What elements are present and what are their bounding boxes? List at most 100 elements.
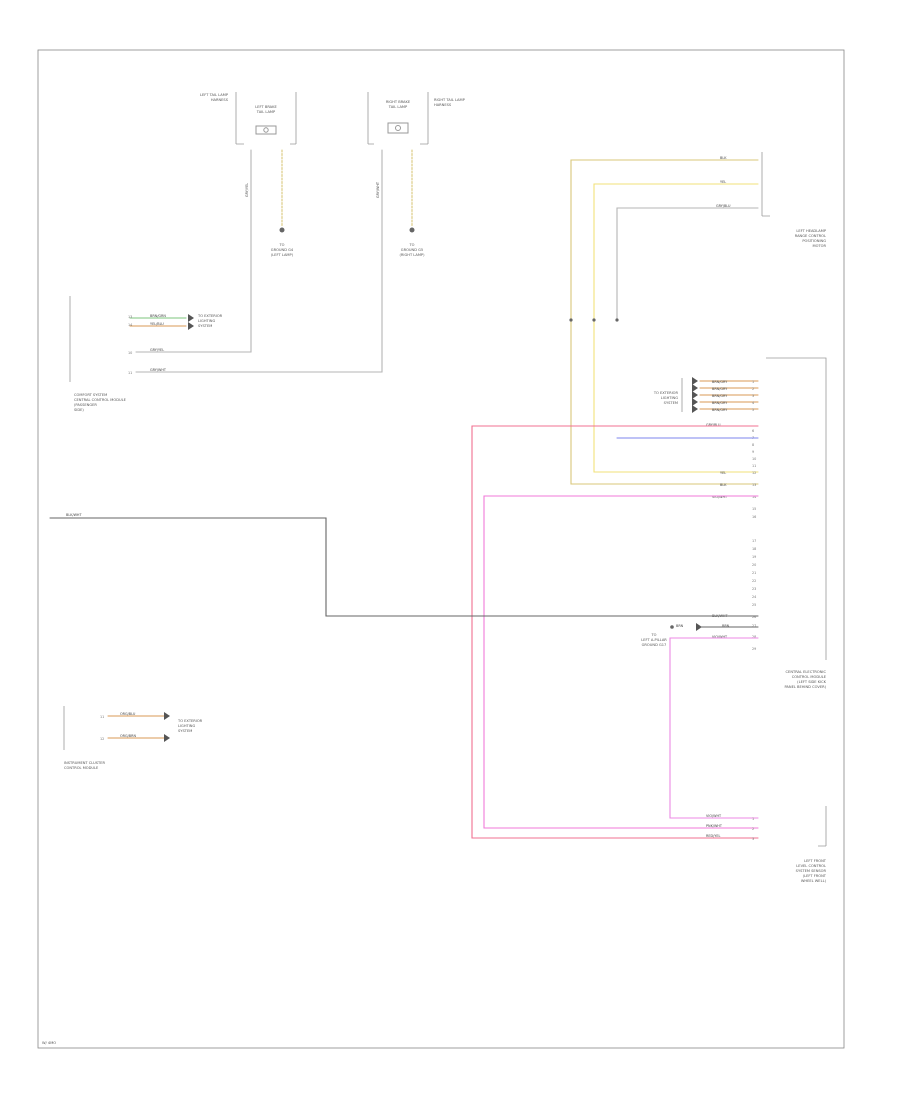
svg-text:CENTRAL ELECTRONIC: CENTRAL ELECTRONIC bbox=[786, 670, 827, 674]
right-lamp-ground-label-2: GROUND G5 bbox=[401, 248, 423, 252]
cm-ground-brn: BRN bbox=[676, 624, 684, 628]
svg-text:HARNESS: HARNESS bbox=[211, 98, 229, 102]
right-lamp-wire-tag: GRY/WHT bbox=[376, 181, 380, 198]
cm-exterior-label-2: LIGHTING bbox=[198, 319, 215, 323]
top-tag-yel: YEL bbox=[720, 180, 726, 184]
svg-text:2: 2 bbox=[752, 827, 754, 831]
svg-text:TO EXTERIOR: TO EXTERIOR bbox=[653, 391, 679, 395]
cm-right-exterior-2: LIGHTING bbox=[661, 396, 678, 400]
top-tag-blk: BLK bbox=[720, 156, 727, 160]
svg-text:RED/YEL: RED/YEL bbox=[706, 834, 720, 838]
red-wire bbox=[471, 425, 759, 839]
svg-text:PNK/WHT: PNK/WHT bbox=[706, 824, 723, 828]
pink-wire bbox=[483, 495, 759, 829]
cm-exterior-label-3: SYSTEM bbox=[198, 324, 212, 328]
svg-text:(PASSENGER: (PASSENGER bbox=[74, 403, 97, 407]
central-module-label-2: CONTROL MODULE bbox=[792, 675, 827, 679]
svg-text:PANEL BEHIND COVER): PANEL BEHIND COVER) bbox=[785, 685, 827, 689]
svg-text:12: 12 bbox=[752, 471, 756, 475]
svg-text:BRN/GRY: BRN/GRY bbox=[712, 408, 728, 412]
cm-brn-gry-2: BRN/GRY bbox=[712, 387, 728, 391]
svg-text:BRN: BRN bbox=[676, 624, 684, 628]
svg-text:GROUND G17: GROUND G17 bbox=[642, 643, 667, 647]
svg-text:MOTOR: MOTOR bbox=[813, 244, 827, 248]
svg-text:17: 17 bbox=[752, 539, 756, 543]
tan-wire bbox=[570, 159, 759, 485]
svg-text:TAIL LAMP: TAIL LAMP bbox=[256, 110, 276, 114]
svg-text:29: 29 bbox=[752, 647, 756, 651]
top-tag-gry-blu: GRY/BLU bbox=[716, 204, 731, 208]
svg-text:(LEFT FRONT: (LEFT FRONT bbox=[803, 874, 827, 878]
svg-text:16: 16 bbox=[752, 515, 756, 519]
svg-text:(LEFT LAMP): (LEFT LAMP) bbox=[271, 253, 294, 257]
svg-text:SIDE): SIDE) bbox=[74, 408, 84, 412]
lf-label-5: WHEEL WELL) bbox=[801, 879, 827, 883]
lf-tag-vio-wht: VIO/WHT bbox=[706, 814, 722, 818]
cm-lower-vio-wht: VIO/WHT bbox=[712, 495, 728, 499]
svg-text:GROUND G4: GROUND G4 bbox=[271, 248, 294, 252]
cm-gry-blu: GRY/BLU bbox=[706, 423, 721, 427]
svg-text:15: 15 bbox=[752, 507, 756, 511]
svg-text:VIO/WHT: VIO/WHT bbox=[706, 814, 722, 818]
headlamp-label-2: RANGE CONTROL bbox=[795, 234, 826, 238]
svg-text:LIGHTING: LIGHTING bbox=[661, 396, 678, 400]
svg-text:TO: TO bbox=[278, 243, 284, 247]
left-brake-label-2: TAIL LAMP bbox=[256, 110, 276, 114]
svg-text:11: 11 bbox=[128, 371, 132, 375]
headlamp-label-4: MOTOR bbox=[813, 244, 827, 248]
svg-text:LEFT BRAKE: LEFT BRAKE bbox=[255, 105, 277, 109]
svg-text:BRN/GRY: BRN/GRY bbox=[712, 380, 728, 384]
left-lamp-gray-wire bbox=[135, 149, 252, 353]
cm-exterior-label-1: TO EXTERIOR bbox=[197, 314, 223, 318]
svg-text:14: 14 bbox=[752, 495, 756, 499]
left-lamp-ground-label-3: (LEFT LAMP) bbox=[271, 253, 294, 257]
svg-text:1: 1 bbox=[752, 380, 754, 384]
svg-text:LEFT HEADLAMP: LEFT HEADLAMP bbox=[796, 229, 826, 233]
svg-text:3: 3 bbox=[752, 394, 754, 398]
svg-text:27: 27 bbox=[752, 624, 756, 628]
central-module-label-3: (LEFT SIDE KICK bbox=[797, 680, 826, 684]
right-lamp-ground-label-1: TO bbox=[408, 243, 414, 247]
right-brake-label-2: TAIL LAMP bbox=[388, 105, 408, 109]
right-lamp-ground-label-3: (RIGHT LAMP) bbox=[400, 253, 426, 257]
svg-text:SYSTEM: SYSTEM bbox=[178, 729, 192, 733]
svg-text:GROUND G5: GROUND G5 bbox=[401, 248, 423, 252]
lf-label-4: (LEFT FRONT bbox=[803, 874, 827, 878]
blk-wht-wire bbox=[49, 517, 759, 617]
cm-ground-label-3: GROUND G17 bbox=[642, 643, 667, 647]
svg-text:YEL/BLU: YEL/BLU bbox=[150, 322, 164, 326]
left-lamp-bulb-icon bbox=[255, 125, 277, 135]
svg-text:SYSTEM: SYSTEM bbox=[198, 324, 212, 328]
cm-tag-brn-grn: BRN/GRN bbox=[150, 314, 166, 318]
svg-text:14: 14 bbox=[128, 323, 132, 327]
svg-text:CONTROL MODULE: CONTROL MODULE bbox=[792, 675, 827, 679]
svg-text:BLK: BLK bbox=[720, 156, 727, 160]
svg-text:RIGHT BRAKE: RIGHT BRAKE bbox=[386, 100, 411, 104]
svg-text:LIGHTING: LIGHTING bbox=[198, 319, 215, 323]
comfort-system-module: 13 14 10 11 BRN/GRN YEL/BLU GRY/YEL GRY/… bbox=[69, 296, 223, 412]
svg-text:18: 18 bbox=[752, 547, 756, 551]
lf-label-3: SYSTEM SENSOR bbox=[796, 869, 827, 873]
cm-bottom-brn: BRN bbox=[722, 624, 730, 628]
svg-text:8: 8 bbox=[752, 443, 754, 447]
svg-text:BRN/GRY: BRN/GRY bbox=[712, 387, 728, 391]
svg-text:HARNESS: HARNESS bbox=[434, 103, 452, 107]
svg-text:9: 9 bbox=[752, 450, 754, 454]
svg-text:LIGHTING: LIGHTING bbox=[178, 724, 195, 728]
svg-text:13: 13 bbox=[128, 315, 132, 319]
cm-lower-blk: BLK bbox=[720, 483, 727, 487]
svg-text:LEFT A-PILLAR: LEFT A-PILLAR bbox=[641, 638, 667, 642]
svg-text:RIGHT TAIL LAMP: RIGHT TAIL LAMP bbox=[434, 98, 466, 102]
svg-text:BRN/GRN: BRN/GRN bbox=[150, 314, 166, 318]
svg-text:21: 21 bbox=[752, 571, 756, 575]
svg-text:BLK/WHT: BLK/WHT bbox=[66, 513, 82, 517]
svg-text:GRY/BLU: GRY/BLU bbox=[716, 204, 731, 208]
svg-text:6: 6 bbox=[752, 429, 754, 433]
comfort-module-label-1: COMFORT SYSTEM bbox=[74, 393, 107, 397]
diagram-frame bbox=[37, 49, 845, 1049]
svg-text:13: 13 bbox=[752, 483, 756, 487]
svg-text:5: 5 bbox=[752, 408, 754, 412]
svg-text:11: 11 bbox=[752, 464, 756, 468]
svg-text:BRN/GRY: BRN/GRY bbox=[712, 394, 728, 398]
